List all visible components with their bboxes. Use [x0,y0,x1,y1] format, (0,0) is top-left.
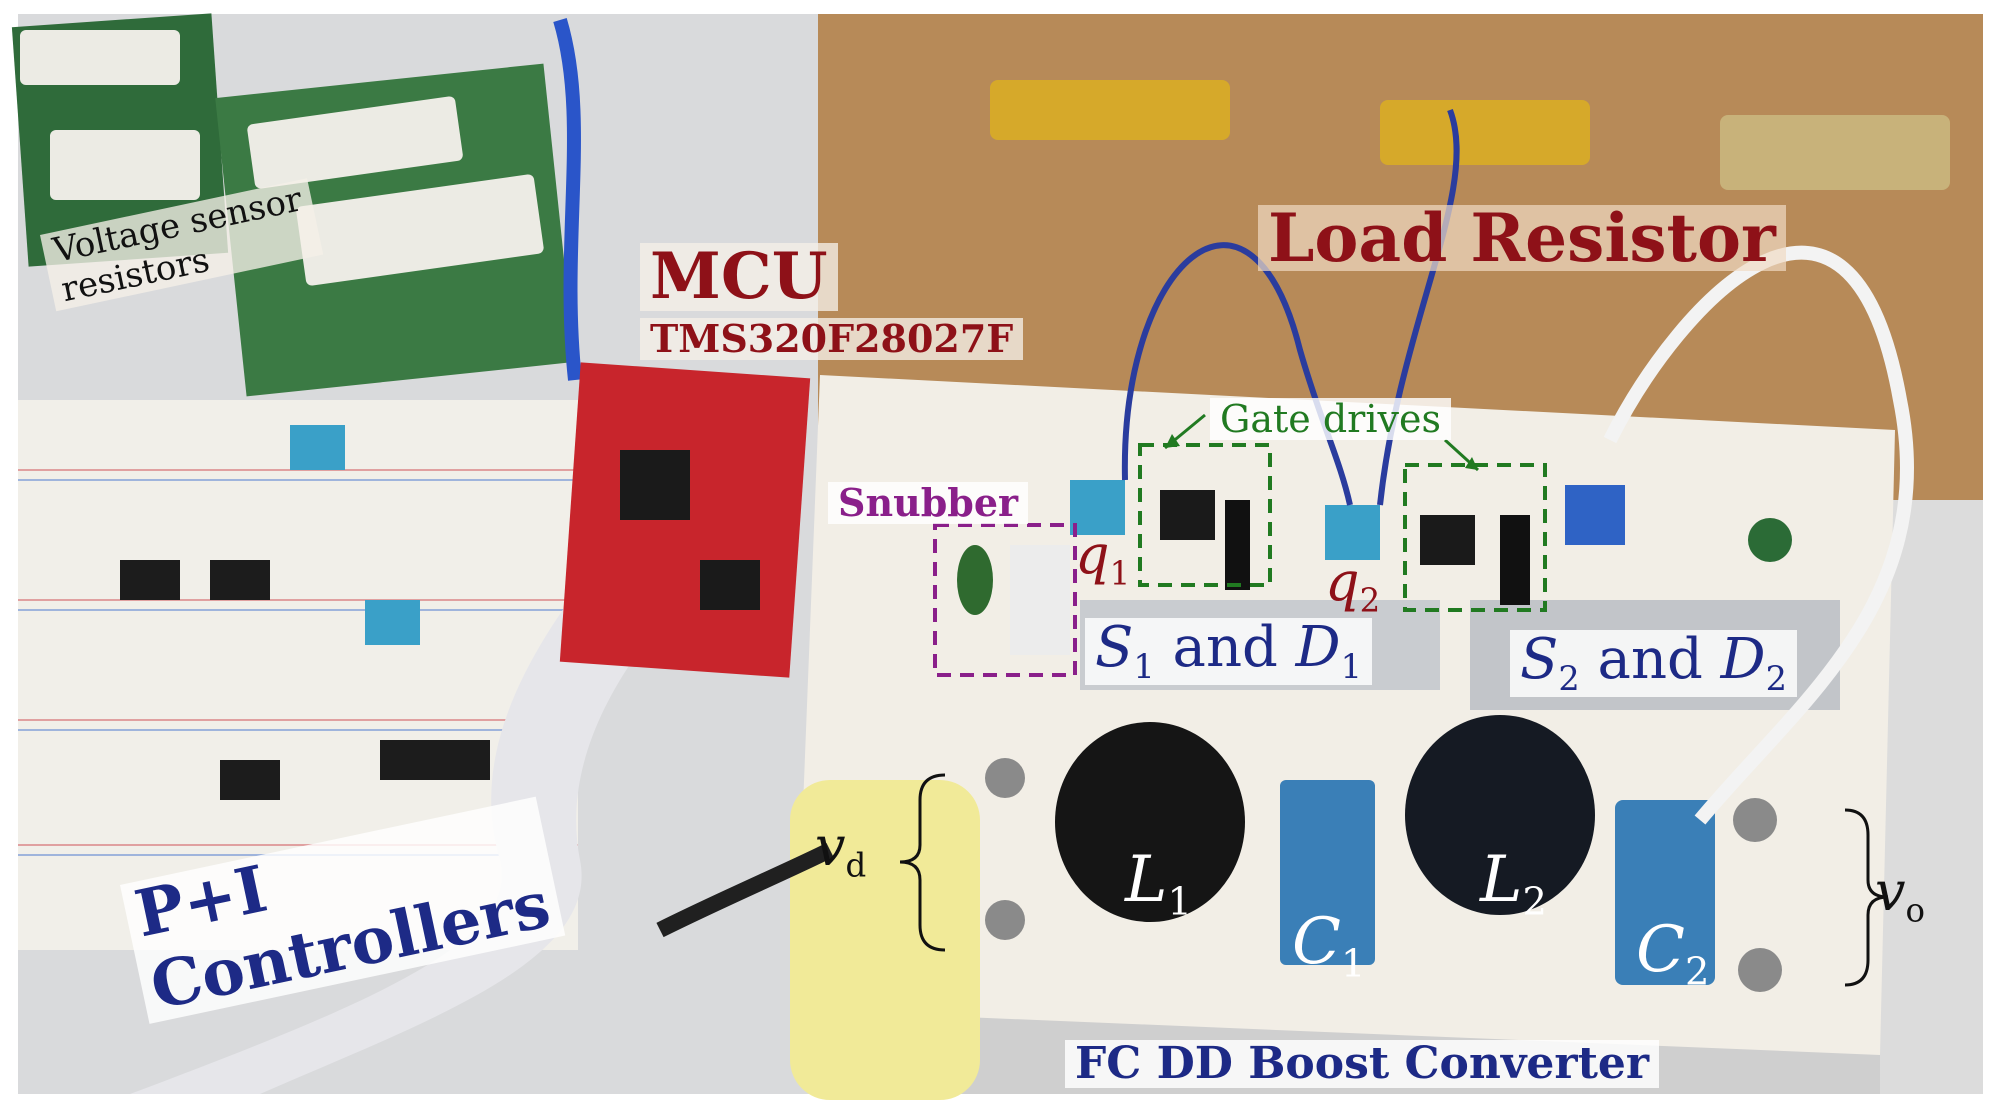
mosfet-2 [1500,515,1530,605]
c2-sub: 2 [1684,949,1710,995]
q2-base: q [1325,550,1360,613]
l1-sub: 1 [1167,879,1192,925]
gate-arrow-1-head [1165,434,1180,448]
l2-label: L2 [1480,848,1547,922]
l2-sub: 2 [1522,879,1547,925]
ic-chip-1 [120,560,180,600]
ribbon-cable [130,560,700,1094]
brace-vd [899,773,946,952]
snubber-label: Snubber [828,482,1029,524]
mcu-part-label: TMS320F28027F [640,318,1024,360]
s1-d1-label: S1 and D1 [1085,615,1372,686]
s1-symbol: S [1095,615,1134,680]
s2-and: and [1579,627,1721,692]
mosfet-1 [1225,500,1250,590]
gate-drives-label: Gate drives [1210,398,1451,440]
q2-label: q2 [1325,555,1380,617]
table-right [1880,500,1983,1094]
s1-and: and [1154,615,1296,680]
capacitor-c2-body [1615,800,1715,985]
load-resistor-label: Load Resistor [1258,205,1786,271]
mcu-part-text: TMS320F28027F [640,318,1024,360]
vd-label: vd [815,820,866,882]
gate-chip-2 [1420,515,1475,565]
cap-green [1748,518,1792,562]
black-cable [656,842,834,938]
s1-sub: 1 [1133,646,1155,686]
vo-label: vo [1875,865,1925,927]
s2-symbol: S [1520,627,1559,692]
white-cable [1603,245,1914,825]
d2-symbol: D [1720,627,1766,692]
c1-sub: 1 [1340,941,1366,987]
snubber-resistor [1010,545,1070,655]
terminal-block-2 [365,600,420,645]
load-resistor-1 [990,80,1230,140]
usb-cable [553,17,582,381]
terminal-block-1 [290,425,345,470]
brace-vo [1844,808,1889,987]
gate-drives-text: Gate drives [1210,398,1451,440]
resistor-r1 [50,130,200,200]
vd-base: v [815,815,846,878]
snubber-dashed-box [933,523,1077,677]
ic-chip-4 [220,760,280,800]
snubber-text: Snubber [828,482,1029,524]
load-resistor-3 [1720,115,1950,190]
inductor-l1-body [1055,722,1245,922]
c1-base: C [1292,905,1341,979]
q1-sub: 1 [1109,554,1131,593]
gate-arrow-2-head [1465,457,1478,470]
terminal-vo-bottom [1738,948,1782,992]
resistor-rc2 [296,174,544,286]
load-resistor-text: Load Resistor [1258,205,1786,271]
l2-base: L [1480,843,1523,917]
terminal-vout [1565,485,1625,545]
capacitor-vd-body [790,780,980,1100]
vd-sub: d [845,846,867,885]
capacitor-c1-body [1280,780,1375,965]
q2-sub: 2 [1359,581,1381,620]
c2-label: C2 [1636,918,1709,992]
fc-dd-boost-label: FC DD Boost Converter [1065,1040,1660,1088]
s2-d2-label: S2 and D2 [1510,627,1797,698]
d2-sub: 2 [1765,658,1787,698]
snubber-cap [957,545,993,615]
q1-label: q1 [1075,528,1130,590]
terminal-vd-top [985,758,1025,798]
load-resistor-2 [1380,100,1590,165]
resistor-r2 [247,96,463,189]
resistor-top [20,30,180,85]
fc-dd-boost-text: FC DD Boost Converter [1065,1040,1660,1088]
d1-sub: 1 [1340,646,1362,686]
mcu-chip [620,450,690,520]
c2-base: C [1636,913,1685,987]
l1-base: L [1125,843,1168,917]
terminal-q1 [1070,480,1125,535]
mcu-title-text: MCU [640,243,838,311]
inductor-l2-body [1405,715,1595,915]
l1-label: L1 [1125,848,1192,922]
s2-sub: 2 [1558,658,1580,698]
ic-chip-2 [210,560,270,600]
mcu-chip-2 [700,560,760,610]
vo-base: v [1875,860,1906,923]
c1-label: C1 [1292,910,1365,984]
terminal-q2 [1325,505,1380,560]
d1-symbol: D [1295,615,1341,680]
vo-sub: o [1905,891,1926,930]
terminal-vd-bottom [985,900,1025,940]
mcu-title-label: MCU [640,243,838,311]
gate-chip-1 [1160,490,1215,540]
gate-drive-dashed-box-1 [1138,443,1272,587]
q1-base: q [1075,523,1110,586]
ic-chip-3 [380,740,490,780]
terminal-vo-top [1733,798,1777,842]
